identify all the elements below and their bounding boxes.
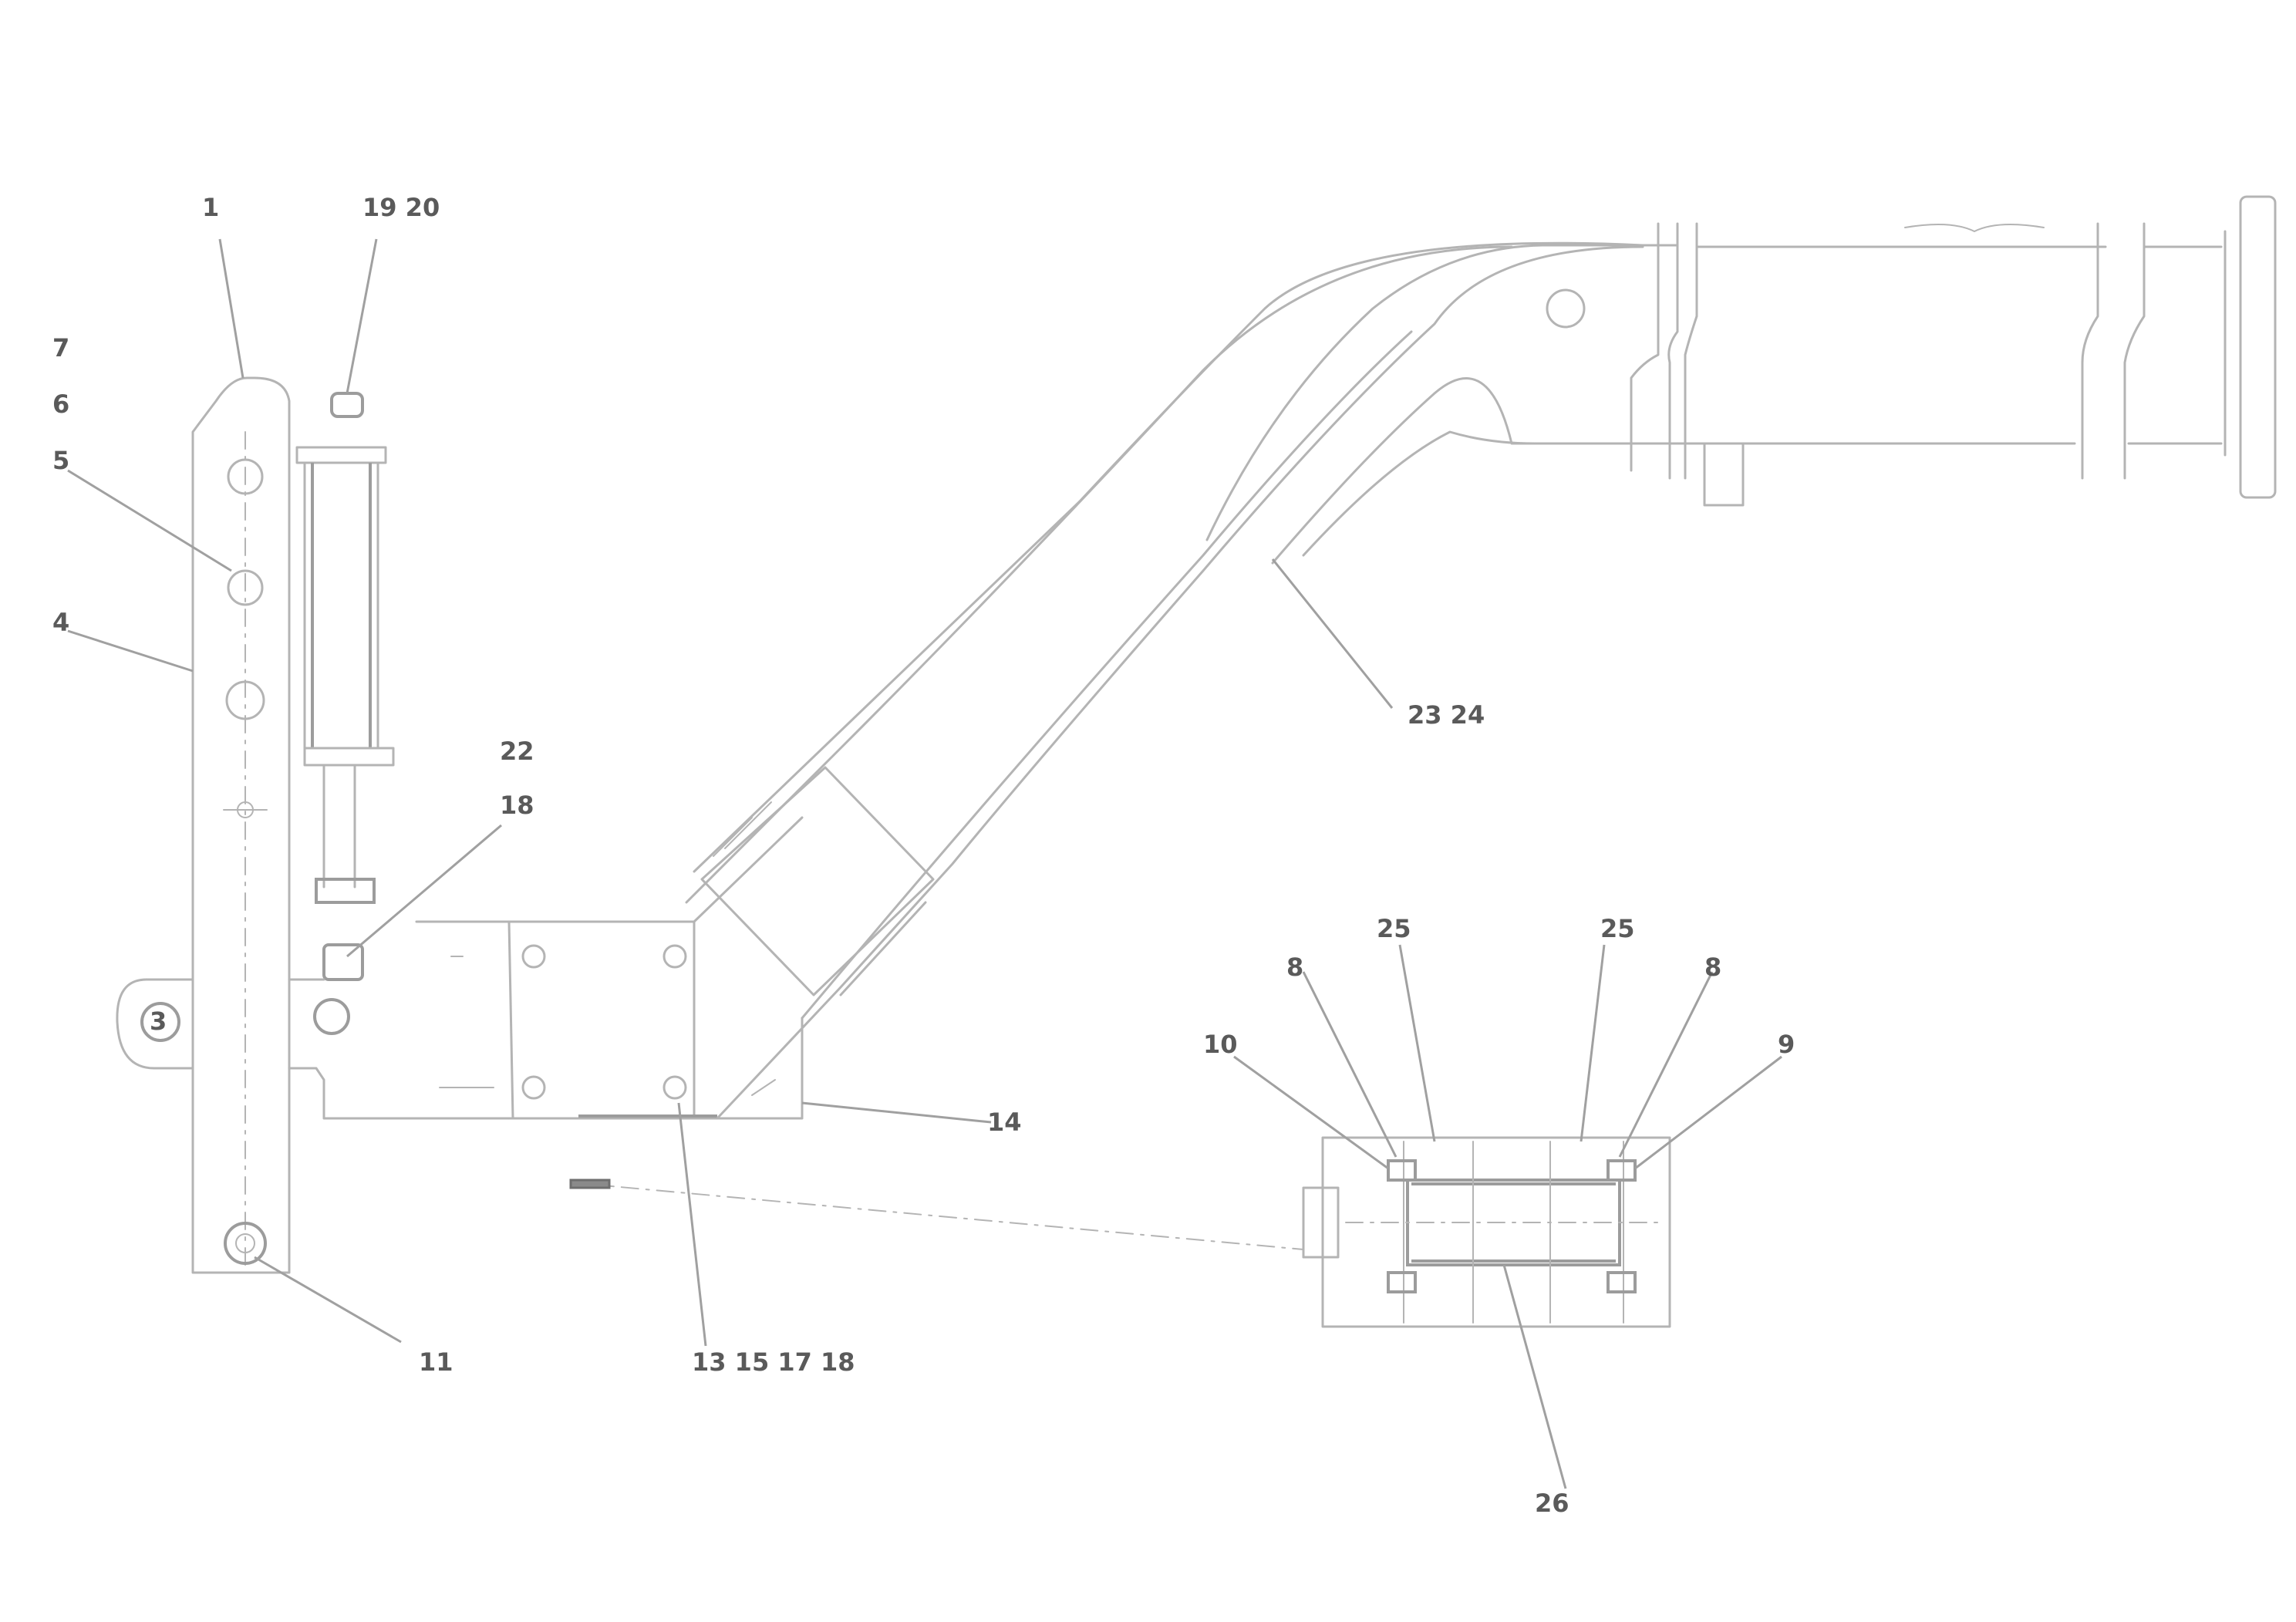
callout-8-right: 8 [1704, 953, 1721, 982]
horizontal-tube [1630, 195, 2277, 507]
lower-bracket [116, 816, 804, 1120]
callout-14: 14 [987, 1108, 1022, 1137]
callout-18-left: 18 [500, 791, 534, 820]
callout-25-left: 25 [1377, 914, 1411, 943]
callout-1: 1 [202, 193, 219, 222]
callout-4: 4 [52, 608, 69, 637]
callout-9: 9 [1778, 1030, 1795, 1059]
callout-11: 11 [419, 1347, 453, 1377]
callout-25-right: 25 [1600, 914, 1635, 943]
callout-26: 26 [1535, 1489, 1569, 1518]
callout-22: 22 [500, 737, 534, 766]
callout-5: 5 [52, 446, 69, 475]
callout-8-left: 8 [1286, 953, 1303, 982]
gas-strut [295, 392, 395, 981]
callout-6: 6 [52, 389, 69, 419]
callout-labels: 1 19 20 7 6 5 4 22 18 23 24 14 11 13 15 … [52, 193, 1795, 1518]
vertical-mounting-plate [191, 376, 291, 1274]
callout-10: 10 [1203, 1030, 1238, 1059]
callout-19-20: 19 20 [362, 193, 440, 222]
callout-7: 7 [52, 333, 69, 363]
diagonal-arm [685, 241, 1679, 1120]
leader-lines [67, 238, 1782, 1489]
callout-3: 3 [150, 1007, 167, 1036]
callout-23-24: 23 24 [1408, 700, 1485, 730]
callout-13-15-17-18: 13 15 17 18 [692, 1347, 855, 1377]
detail-view [569, 1136, 1671, 1328]
